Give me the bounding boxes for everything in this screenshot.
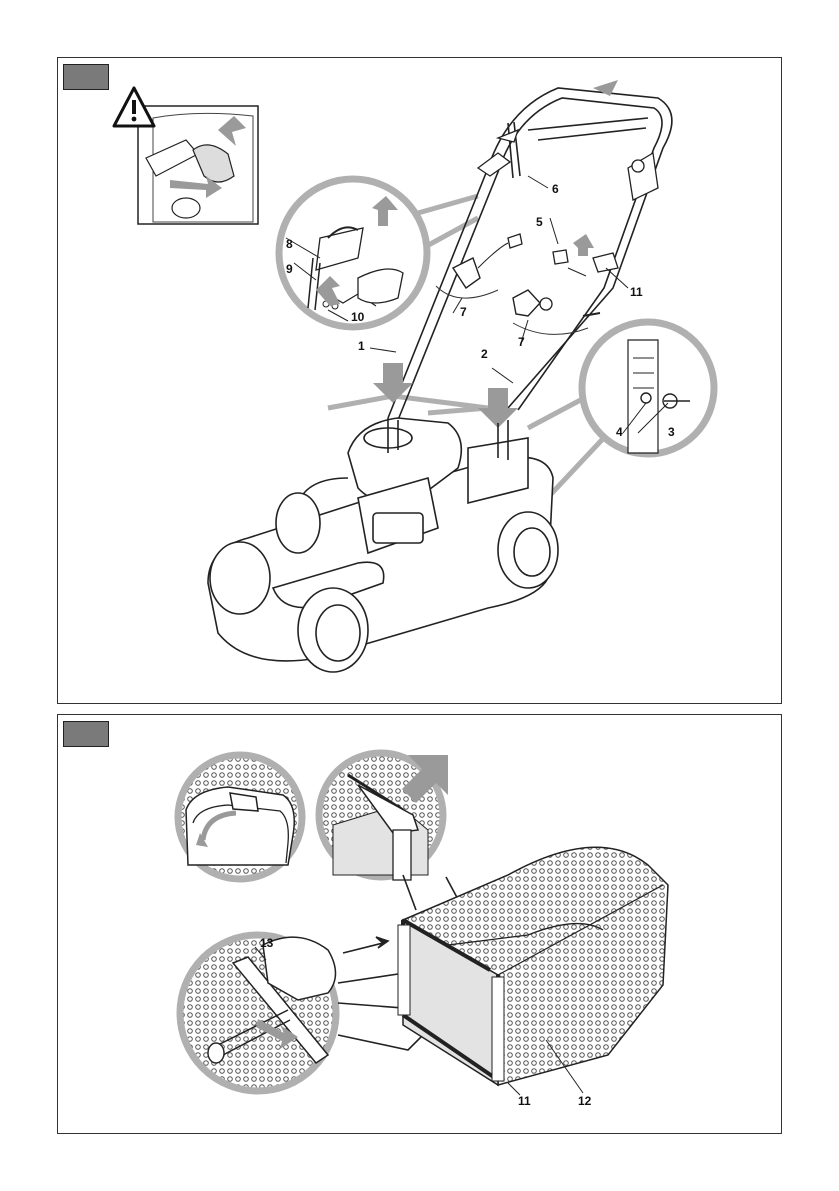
label-6: 6 <box>552 182 559 196</box>
grass-catcher-illustration: 11 12 13 <box>58 715 783 1135</box>
label-1: 1 <box>358 339 365 353</box>
detail-circle-clip-insert <box>319 753 448 880</box>
label-9: 9 <box>286 262 293 276</box>
grass-catcher-bag <box>398 847 668 1085</box>
handle-assembly-illustration: 1 2 3 4 5 6 7 7 8 9 10 11 <box>58 58 783 705</box>
lawn-mower-body <box>208 418 558 672</box>
label-7-a: 7 <box>460 305 467 319</box>
label-10: 10 <box>351 310 365 324</box>
figure-panel-handle-assembly: 1 2 3 4 5 6 7 7 8 9 10 11 <box>57 57 782 704</box>
grey-direction-arrow-icon <box>478 388 518 428</box>
warning-inset <box>138 106 258 224</box>
label-11: 11 <box>630 285 643 299</box>
detail-circle-rod <box>180 935 336 1091</box>
detail-circle-cable-clip <box>279 179 478 327</box>
label-13: 13 <box>260 936 274 950</box>
label-3: 3 <box>668 425 675 439</box>
label-7-b: 7 <box>518 335 525 349</box>
label-4: 4 <box>616 425 623 439</box>
label-11: 11 <box>518 1094 531 1108</box>
label-5: 5 <box>536 215 543 229</box>
detail-circle-clip-rotate <box>178 755 302 879</box>
grey-direction-arrow-icon <box>573 234 594 256</box>
figure-panel-grass-catcher: 11 12 13 <box>57 714 782 1134</box>
label-12: 12 <box>578 1094 592 1108</box>
label-2: 2 <box>481 347 488 361</box>
detail-circle-handle-bolt <box>528 322 714 508</box>
label-8: 8 <box>286 237 293 251</box>
